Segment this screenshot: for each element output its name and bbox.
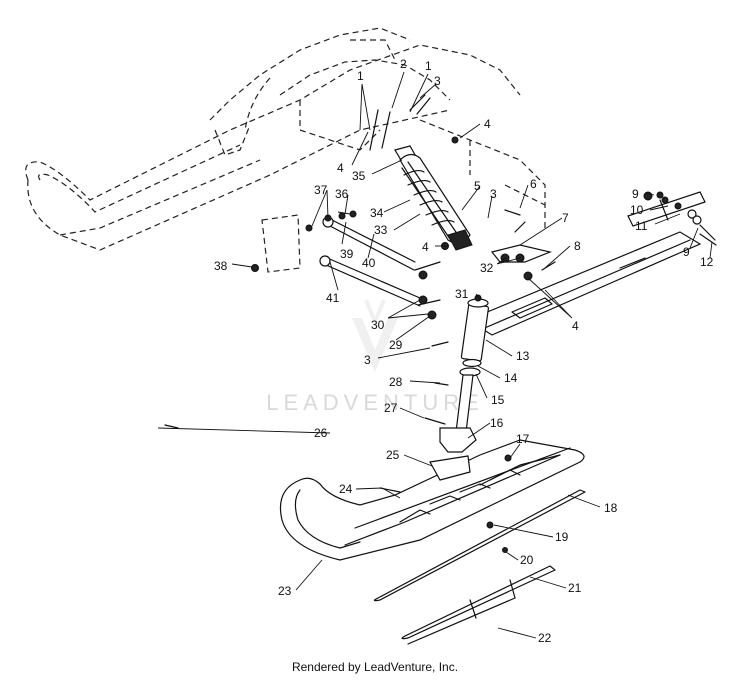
callout-8: 8 — [574, 239, 581, 253]
callout-2: 2 — [400, 57, 407, 71]
chassis-outline — [25, 27, 546, 273]
radius-rods — [319, 216, 441, 320]
callout-40: 40 — [362, 256, 376, 270]
callout-29: 29 — [389, 338, 403, 352]
callout-1a: 1 — [357, 69, 364, 83]
callout-11: 11 — [635, 219, 648, 233]
callout-39: 39 — [340, 247, 354, 261]
callout-7: 7 — [562, 211, 569, 225]
callout-18: 18 — [604, 501, 618, 515]
shock-absorber — [394, 145, 473, 251]
main-rail — [466, 191, 716, 336]
callout-9a: 9 — [632, 187, 639, 201]
callout-36: 36 — [335, 187, 349, 201]
callout-4b: 4 — [337, 161, 344, 175]
callout-30: 30 — [371, 318, 385, 332]
callout-19: 19 — [555, 530, 569, 544]
callout-4a: 4 — [484, 117, 491, 131]
callout-14: 14 — [504, 371, 518, 385]
callout-34: 34 — [370, 206, 384, 220]
callout-31: 31 — [455, 287, 469, 301]
callout-27: 27 — [384, 401, 398, 415]
callout-10: 10 — [630, 203, 644, 217]
footer-credit: Rendered by LeadVenture, Inc. — [291, 660, 459, 674]
callout-37: 37 — [314, 183, 328, 197]
callout-35: 35 — [352, 169, 366, 183]
callout-21: 21 — [568, 581, 582, 595]
runners — [373, 489, 586, 645]
leader-lines — [157, 71, 713, 639]
callout-24: 24 — [339, 482, 353, 496]
callout-28: 28 — [389, 375, 403, 389]
callout-4d: 4 — [572, 319, 579, 333]
callout-4c: 4 — [422, 240, 429, 254]
callout-26: 26 — [314, 426, 328, 440]
watermark-text: LEADVENTURE — [266, 390, 484, 415]
callout-22: 22 — [538, 631, 552, 645]
callout-13: 13 — [516, 349, 530, 363]
callout-32: 32 — [480, 261, 494, 275]
callout-41: 41 — [326, 291, 340, 305]
callout-20: 20 — [520, 553, 534, 567]
callout-25: 25 — [386, 448, 400, 462]
callout-23: 23 — [278, 584, 292, 598]
callout-15: 15 — [491, 393, 505, 407]
watermark-logo — [352, 299, 398, 372]
callout-12: 12 — [700, 255, 714, 269]
callout-17: 17 — [516, 432, 530, 446]
callout-6: 6 — [530, 177, 537, 191]
callout-16: 16 — [490, 416, 504, 430]
callout-9b: 9 — [683, 245, 690, 259]
spindle — [439, 298, 490, 453]
bracket — [490, 244, 552, 281]
callout-33: 33 — [374, 223, 388, 237]
callout-1b: 1 — [425, 59, 432, 73]
callout-3a: 3 — [434, 74, 441, 88]
callout-3b: 3 — [490, 187, 497, 201]
callout-5: 5 — [474, 179, 481, 193]
ski — [279, 439, 585, 561]
callout-3c: 3 — [364, 353, 371, 367]
callout-38: 38 — [214, 259, 228, 273]
callout-labels: 1 2 1 3 4 4 35 5 6 3 34 33 4 7 8 9 10 11… — [214, 57, 714, 645]
